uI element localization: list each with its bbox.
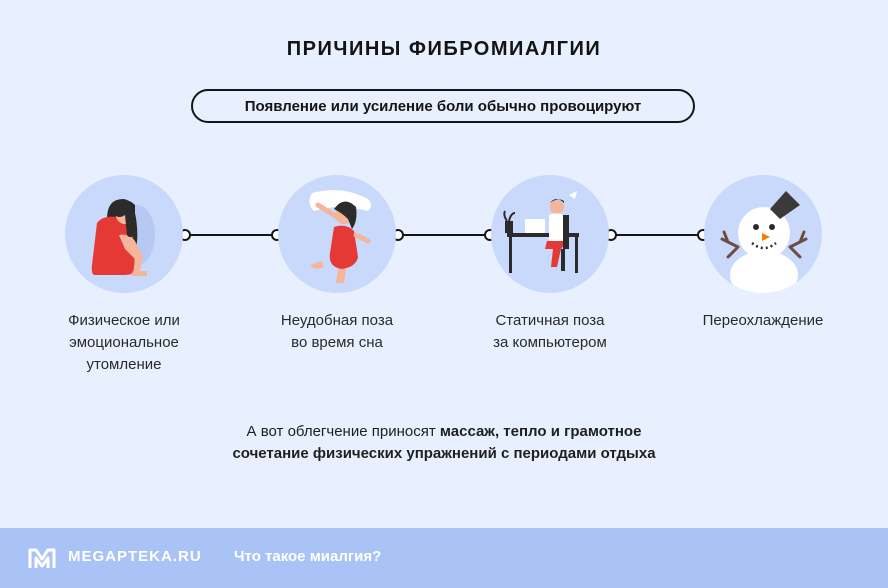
- cause-label-hypothermia: Переохлаждение: [702, 312, 824, 329]
- megapteka-logo-icon[interactable]: [28, 546, 56, 575]
- sleeping-woman-icon: [278, 175, 396, 293]
- tired-woman-icon: [65, 175, 183, 293]
- page-title: ПРИЧИНЫ ФИБРОМИАЛГИИ: [286, 38, 602, 60]
- cause-label-fatigue: Физическое или эмоциональное утомление: [68, 312, 180, 373]
- cause-label-sleep-posture: Неудобная поза во время сна: [280, 312, 394, 351]
- connector-line-2: [401, 234, 489, 236]
- connector-line-1: [188, 234, 276, 236]
- relief-text: А вот облегчение приносят массаж, тепло …: [232, 423, 656, 462]
- subtitle-pill: Появление или усиление боли обычно прово…: [191, 89, 695, 123]
- connector-line-3: [614, 234, 702, 236]
- site-logo-text[interactable]: MEGAPTEKA.RU: [68, 548, 202, 565]
- snowman-icon: [704, 175, 822, 293]
- article-link[interactable]: Что такое миалгия?: [234, 548, 382, 565]
- cause-label-static-posture: Статичная поза за компьютером: [493, 312, 607, 351]
- computer-worker-icon: [491, 175, 609, 293]
- footer-bar: MEGAPTEKA.RU Что такое миалгия?: [0, 528, 888, 588]
